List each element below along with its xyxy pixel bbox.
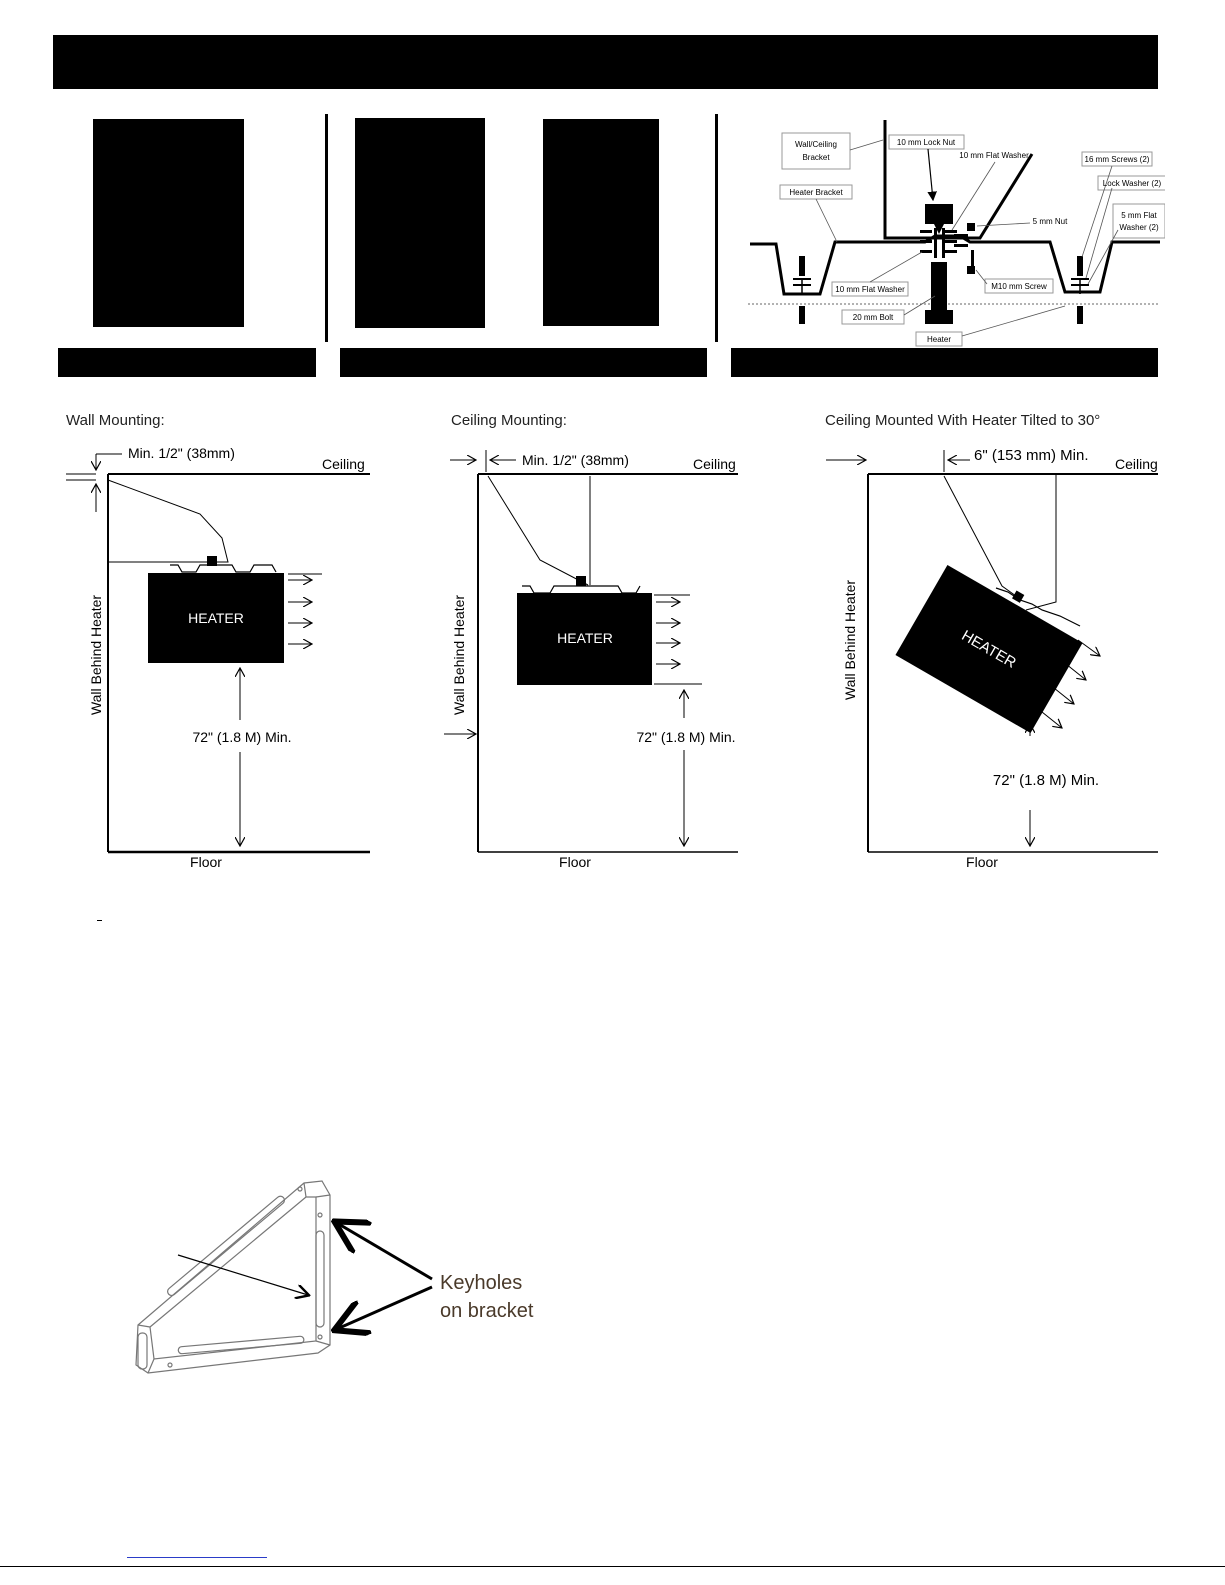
- wall-heater-label: HEATER: [188, 610, 244, 626]
- photo-block-3: [543, 119, 659, 326]
- wall-ceiling-label: Ceiling: [322, 456, 365, 472]
- wall-wall-label: Wall Behind Heater: [88, 595, 104, 715]
- label-bolt-20: 20 mm Bolt: [853, 313, 894, 322]
- label-heater-bracket: Heater Bracket: [789, 188, 843, 197]
- label-lock-nut: 10 mm Lock Nut: [897, 138, 956, 147]
- tilted-floor-label: Floor: [966, 854, 998, 870]
- label-wall-ceiling-bracket-l1: Wall/Ceiling: [795, 140, 837, 149]
- caption-bar-2: [340, 348, 707, 377]
- ceiling-floor-label: Floor: [559, 854, 591, 870]
- wall-mounting-title: Wall Mounting:: [66, 412, 165, 429]
- tilted-ceiling-label: Ceiling: [1115, 456, 1158, 472]
- label-lock-washer: Lock Washer (2): [1103, 179, 1162, 188]
- footer-rule: [0, 1566, 1225, 1567]
- ceiling-wall-label: Wall Behind Heater: [451, 595, 467, 715]
- tilted-mounting-title: Ceiling Mounted With Heater Tilted to 30…: [825, 412, 1101, 429]
- tilted-clearance-top: 6" (153 mm) Min.: [974, 447, 1089, 464]
- caption-bar-1: [58, 348, 316, 377]
- column-divider-2: [715, 114, 718, 342]
- photo-block-1: [93, 119, 244, 327]
- label-flat-washer-5-l1: 5 mm Flat: [1121, 211, 1157, 220]
- bracket-illustration: Keyholes on bracket: [135, 1180, 534, 1374]
- small-mark: [97, 920, 102, 921]
- footer-link-underline[interactable]: [127, 1557, 267, 1558]
- ceiling-mounting-title: Ceiling Mounting:: [451, 412, 567, 429]
- tilted-mounting-diagram: HEATER 6" (153 mm) Min. Ceiling 72" (1.8…: [826, 447, 1158, 870]
- wall-mounting-diagram: HEATER Min. 1/2" (38mm) Ceiling 72" (1.8…: [66, 445, 370, 870]
- label-m10-screw: M10 mm Screw: [991, 282, 1047, 291]
- ceiling-ceiling-label: Ceiling: [693, 456, 736, 472]
- label-wall-ceiling-bracket-l2: Bracket: [802, 153, 830, 162]
- ceiling-mounting-diagram: HEATER Min. 1/2" (38mm) Ceiling 72" (1.8…: [444, 450, 738, 870]
- keyholes-label-l2: on bracket: [440, 1300, 534, 1322]
- wall-clearance-floor: 72" (1.8 M) Min.: [192, 729, 291, 745]
- label-flat-washer-5-l2: Washer (2): [1119, 223, 1159, 232]
- hardware-diagram: Wall/Ceiling Bracket 10 mm Lock Nut 10 m…: [748, 120, 1165, 347]
- label-screws-16: 16 mm Screws (2): [1085, 155, 1150, 164]
- wall-clearance-top: Min. 1/2" (38mm): [128, 445, 235, 461]
- keyholes-label-l1: Keyholes: [440, 1272, 522, 1294]
- tilted-wall-label: Wall Behind Heater: [842, 580, 858, 700]
- ceiling-clearance-top: Min. 1/2" (38mm): [522, 452, 629, 468]
- caption-bar-3: [731, 348, 1158, 377]
- label-flat-washer-bottom: 10 mm Flat Washer: [835, 285, 905, 294]
- label-heater: Heater: [927, 335, 951, 344]
- header-bar: [53, 35, 1158, 89]
- ceiling-clearance-floor: 72" (1.8 M) Min.: [636, 729, 735, 745]
- photo-block-2: [355, 118, 485, 328]
- tilted-clearance-floor: 72" (1.8 M) Min.: [993, 772, 1099, 789]
- label-flat-washer-top: 10 mm Flat Washer: [959, 151, 1029, 160]
- label-nut-5: 5 mm Nut: [1033, 217, 1068, 226]
- column-divider-1: [325, 114, 328, 342]
- ceiling-heater-label: HEATER: [557, 630, 613, 646]
- wall-floor-label: Floor: [190, 854, 222, 870]
